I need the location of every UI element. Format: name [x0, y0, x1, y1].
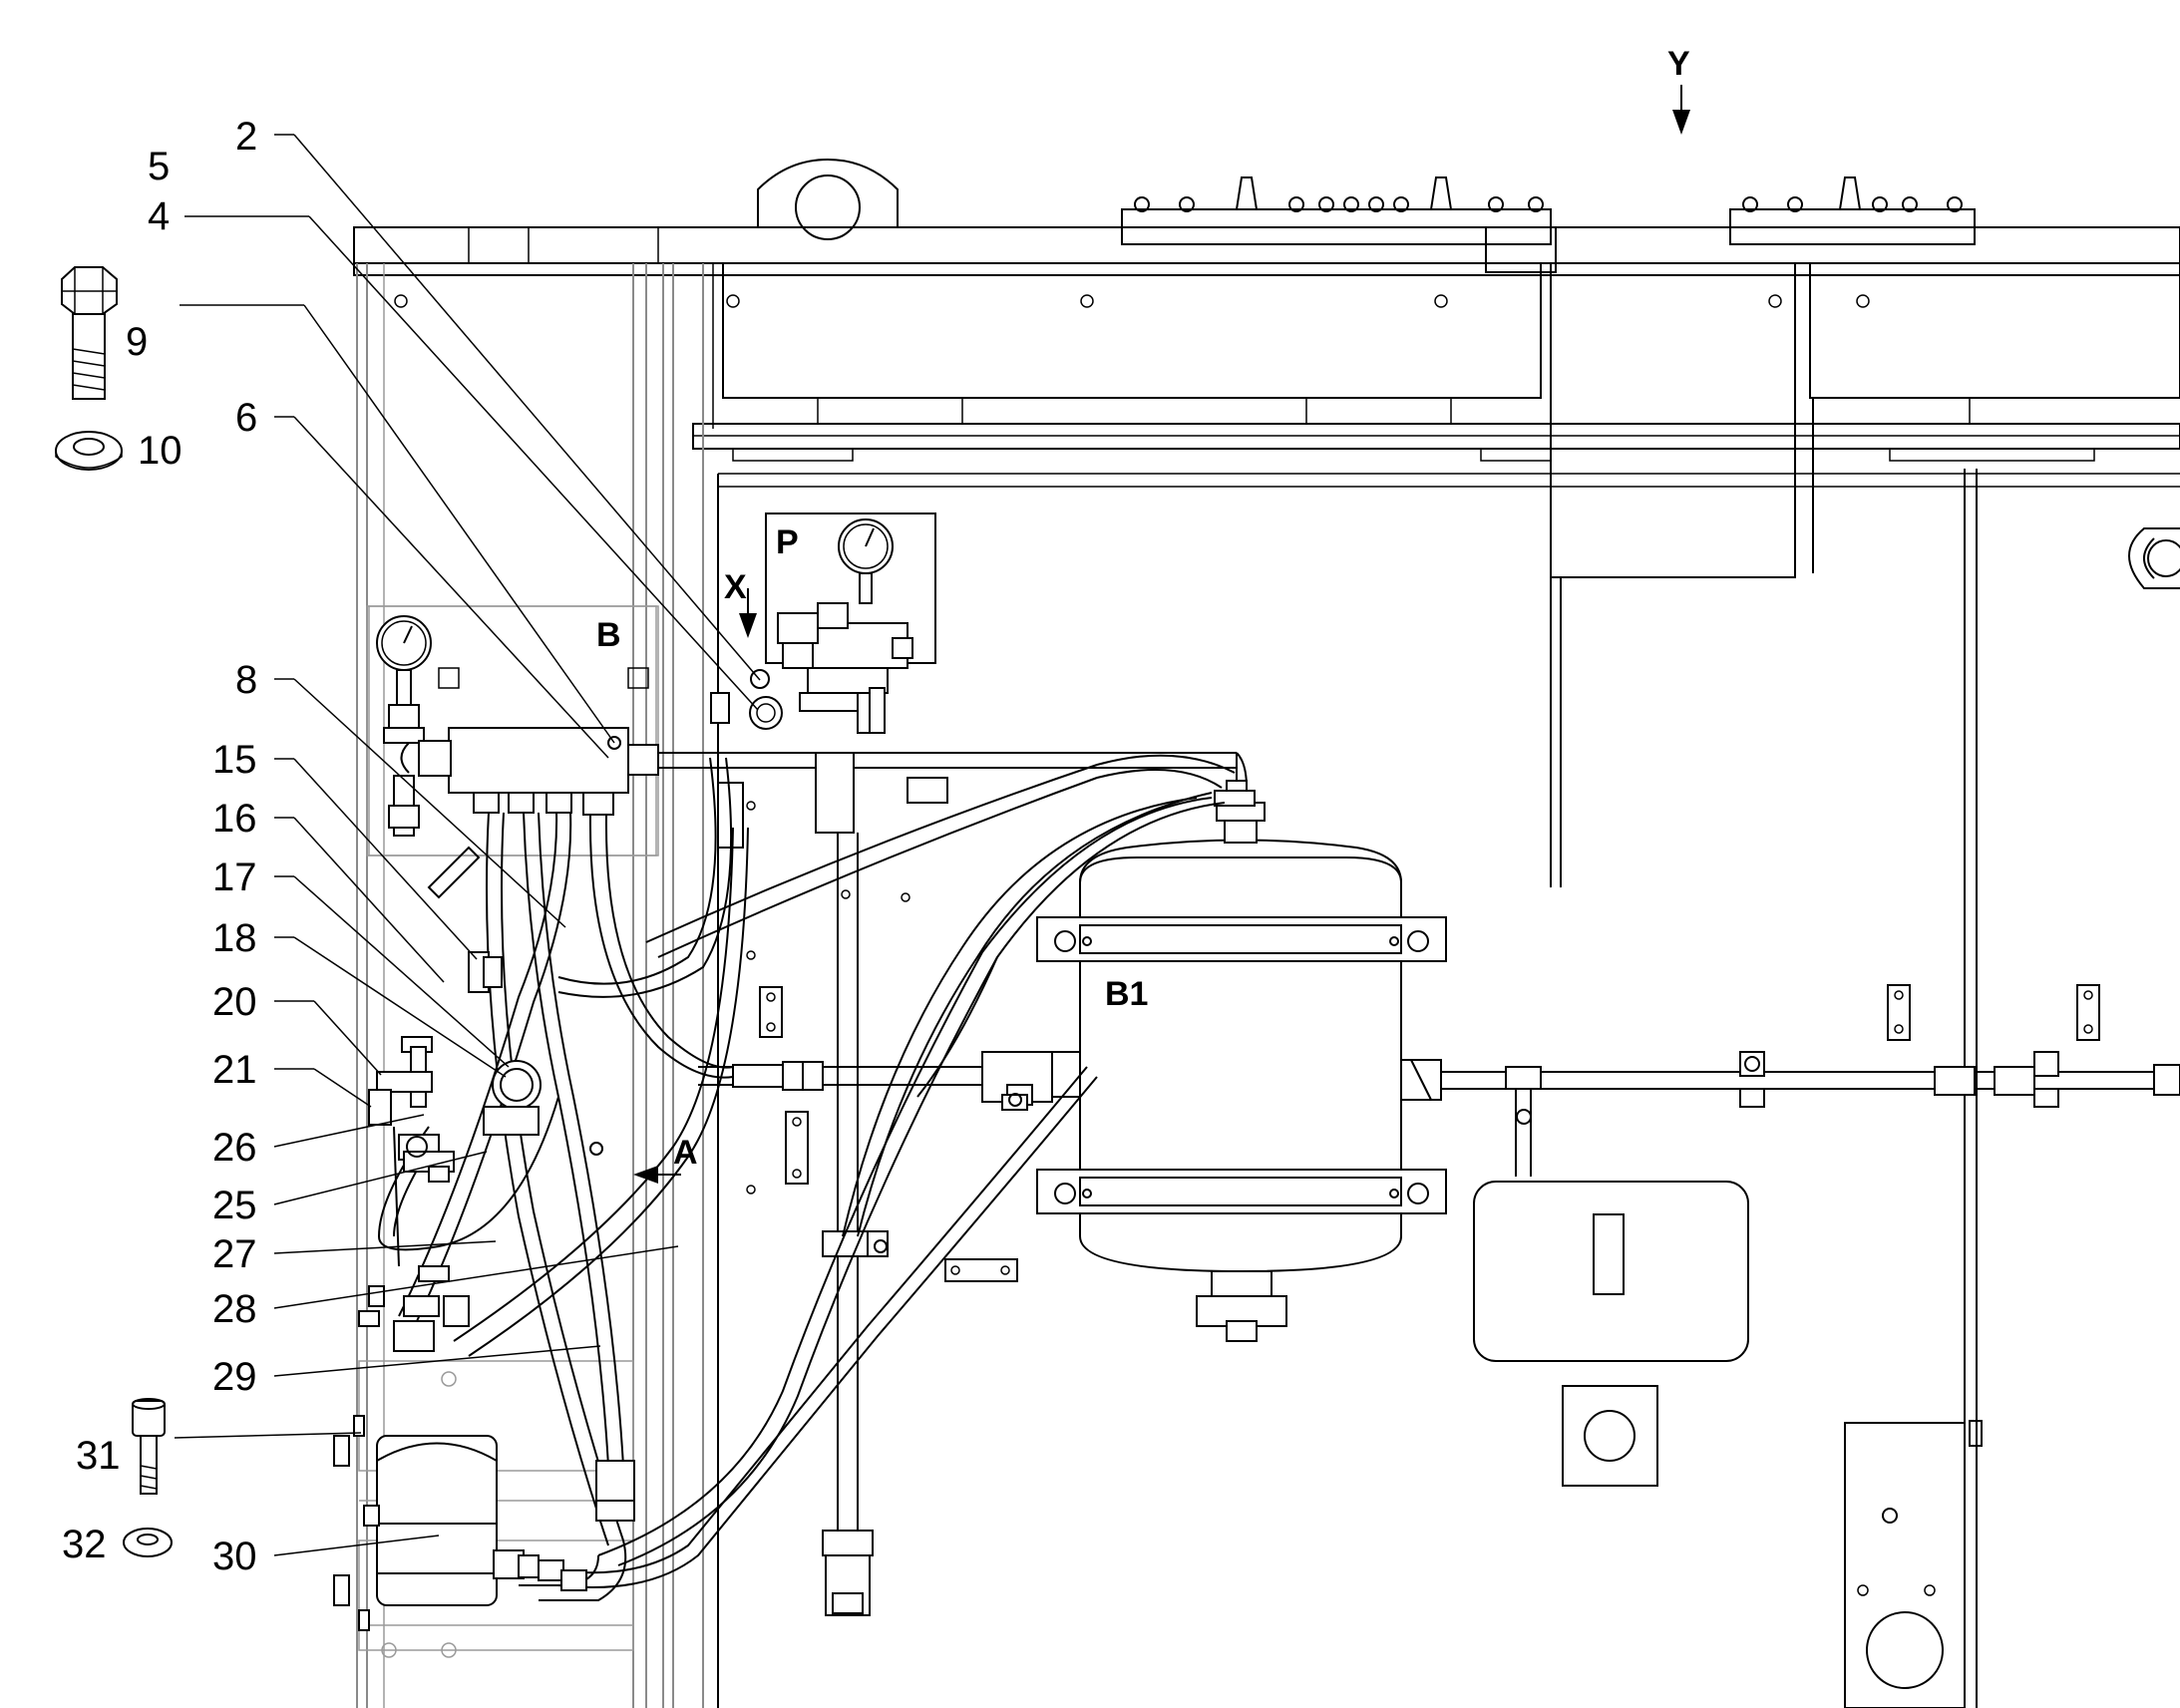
callout-26: 26: [212, 1126, 257, 1170]
view-a-label: A: [673, 1134, 698, 1172]
pump-30: [333, 1415, 587, 1631]
callout-10: 10: [138, 429, 182, 473]
callout-17: 17: [212, 855, 257, 899]
callout-8: 8: [235, 658, 257, 702]
pipes: [658, 752, 2180, 1616]
callout-5: 5: [148, 145, 170, 188]
view-x-label: X: [724, 568, 747, 606]
manifold-p: [710, 512, 936, 734]
callout-18: 18: [212, 916, 257, 960]
reference-labels: Y X P B A B1: [596, 45, 1690, 1172]
view-arrows: [589, 85, 1690, 1184]
callout-28: 28: [212, 1287, 257, 1331]
callout-6: 6: [235, 396, 257, 440]
callout-29: 29: [212, 1355, 257, 1399]
callout-31: 31: [76, 1434, 121, 1478]
view-y-label: Y: [1667, 45, 1690, 83]
callout-25: 25: [212, 1184, 257, 1227]
manifold-b-label: B: [596, 616, 621, 654]
manifold-p-label: P: [776, 523, 799, 561]
manifold-b: [366, 605, 659, 899]
tank-b1-label: B1: [1105, 975, 1148, 1013]
leader-lines: [174, 134, 761, 1556]
callout-15: 15: [212, 738, 257, 782]
loose-parts: [55, 266, 173, 1557]
valve-cluster: [358, 951, 542, 1352]
callout-16: 16: [212, 797, 257, 841]
callout-9: 9: [126, 320, 148, 364]
hoses: [377, 752, 1256, 1601]
callout-32: 32: [62, 1523, 107, 1566]
callout-labels: 2 5 4 9 10 6 8 15 16 17 18 20 21 26 25 2…: [62, 115, 257, 1578]
callout-30: 30: [212, 1535, 257, 1578]
callout-20: 20: [212, 980, 257, 1024]
callout-4: 4: [148, 194, 170, 238]
callout-2: 2: [235, 115, 257, 159]
callout-21: 21: [212, 1048, 257, 1092]
callout-27: 27: [212, 1232, 257, 1276]
tank-b1: [1036, 802, 1447, 1342]
